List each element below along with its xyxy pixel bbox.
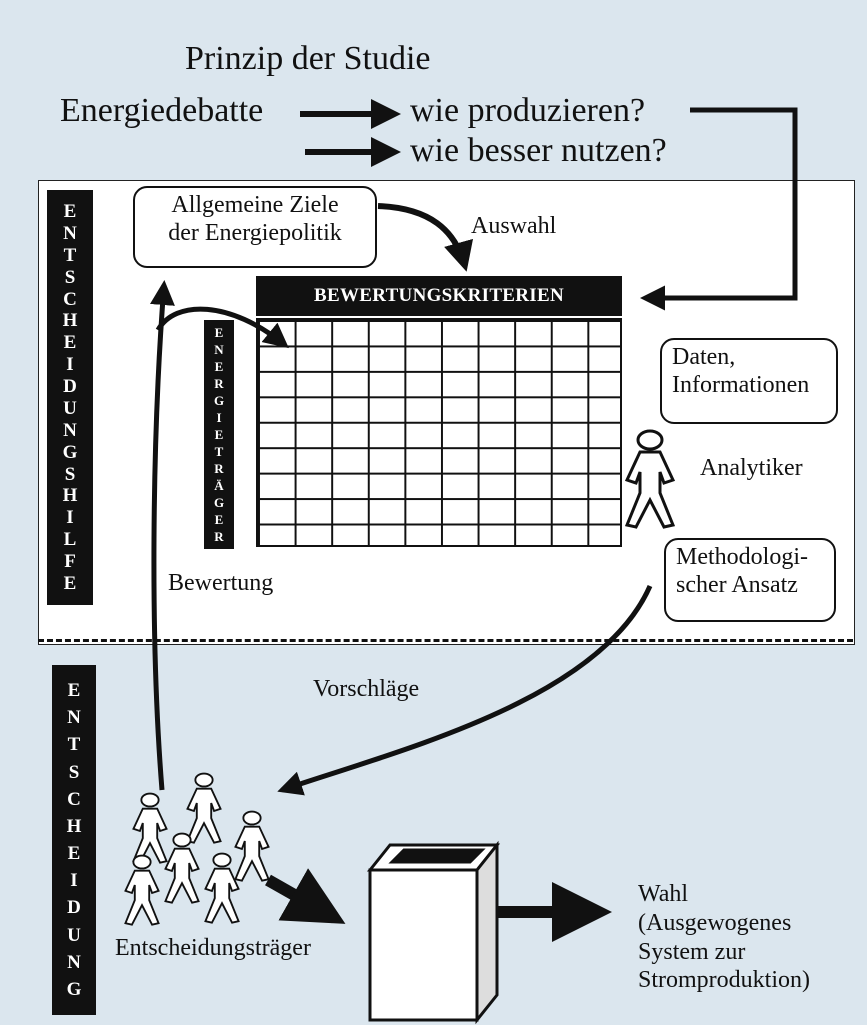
energiedebatte-label: Energiedebatte	[60, 92, 264, 129]
vertical-letter: U	[67, 924, 81, 946]
vertical-letter: E	[214, 359, 224, 374]
wie-nutzen-label: wie besser nutzen?	[410, 132, 667, 169]
vertical-letter: G	[62, 441, 78, 463]
wie-produzieren-label: wie produzieren?	[410, 92, 646, 129]
vertical-letter: F	[64, 551, 76, 572]
vertical-letter: E	[214, 427, 224, 442]
arrow-icon	[155, 306, 289, 349]
arrow-icon	[277, 584, 653, 796]
vertical-letter: I	[216, 410, 222, 425]
vertical-letter: E	[67, 843, 81, 865]
vorschlaege-label: Vorschläge	[313, 676, 420, 702]
bewertungskriterien-bar: BEWERTUNGSKRITERIEN	[256, 276, 622, 316]
person-icon	[124, 854, 160, 926]
arrow-icon	[377, 203, 474, 272]
person-icon	[164, 832, 200, 904]
vertical-letter: H	[62, 485, 78, 507]
vertical-letter: T	[67, 734, 81, 756]
vertical-letter: G	[213, 495, 225, 510]
daten-line2: Informationen	[672, 371, 810, 398]
vertical-letter: E	[214, 325, 224, 340]
wahl-label: Wahl (Ausgewogenes System zur Stromprodu…	[638, 880, 810, 995]
vertical-letter: R	[214, 461, 224, 476]
daten-box: Daten, Informationen	[660, 338, 838, 424]
vertical-letter: N	[67, 707, 81, 729]
vertical-letter: R	[214, 529, 224, 544]
person-icon	[624, 429, 676, 529]
vertical-letter: G	[66, 978, 82, 1000]
vertical-letter: E	[63, 332, 77, 354]
vertical-letter: N	[214, 342, 224, 357]
vertical-letter: N	[63, 419, 77, 441]
vertical-letter: C	[63, 288, 77, 310]
wahl-line1: Wahl	[638, 881, 689, 907]
person-icon	[204, 852, 240, 924]
page-title: Prinzip der Studie	[185, 40, 431, 77]
vertical-letter: S	[68, 761, 80, 783]
vertical-letter: S	[64, 266, 76, 288]
evaluation-matrix	[256, 318, 622, 547]
arrow-icon	[640, 107, 798, 311]
person-icon	[186, 772, 222, 844]
method-box: Methodologi- scher Ansatz	[664, 538, 836, 622]
vertical-letter: E	[67, 680, 81, 701]
ziele-line2: der Energiepolitik	[168, 219, 342, 246]
vertical-letter: N	[67, 951, 81, 973]
ziele-line1: Allgemeine Ziele	[171, 192, 339, 218]
entscheidungstraeger-label: Entscheidungsträger	[115, 935, 311, 961]
wahl-line3: System zur	[638, 938, 746, 965]
wahl-line2: (Ausgewogenes	[638, 909, 792, 936]
vertical-letter: I	[66, 507, 74, 529]
person-icon	[234, 810, 270, 882]
vertical-letter: U	[63, 397, 77, 419]
vertical-letter: S	[64, 463, 76, 485]
vertical-letter: N	[63, 222, 77, 244]
analytiker-label: Analytiker	[700, 455, 803, 481]
vertical-letter: Ä	[214, 478, 224, 493]
vertical-letter: E	[63, 201, 77, 222]
arrow-icon	[265, 868, 346, 924]
vertical-letter: H	[66, 815, 82, 837]
vertical-letter: G	[213, 393, 225, 408]
vertical-letter: E	[214, 512, 224, 527]
vertical-letter: T	[214, 444, 224, 459]
person-icon	[132, 792, 168, 864]
vertical-letter: E	[63, 572, 77, 594]
vertical-letter: R	[214, 376, 224, 391]
vertical-letter: I	[66, 354, 74, 376]
vertical-letter: C	[67, 788, 81, 810]
ziele-box: Allgemeine Ziele der Energiepolitik	[133, 186, 377, 268]
bewertung-label: Bewertung	[168, 570, 274, 596]
daten-line1: Daten,	[672, 344, 736, 370]
method-line2: scher Ansatz	[676, 571, 798, 598]
vertical-letter: D	[67, 897, 81, 919]
wahl-line4: Stromproduktion)	[638, 967, 810, 994]
vertical-letter: T	[63, 244, 77, 266]
auswahl-label: Auswahl	[471, 213, 557, 239]
vertical-letter: I	[70, 870, 78, 892]
vertical-letter: D	[63, 376, 77, 397]
decision-makers-group	[124, 772, 270, 926]
vertical-letter: L	[63, 529, 77, 551]
method-line1: Methodologi-	[676, 544, 808, 570]
arrow-icon	[149, 280, 175, 791]
dashed-divider	[38, 639, 853, 642]
ballot-box-icon	[366, 840, 501, 1025]
vertical-letter: H	[62, 310, 78, 332]
